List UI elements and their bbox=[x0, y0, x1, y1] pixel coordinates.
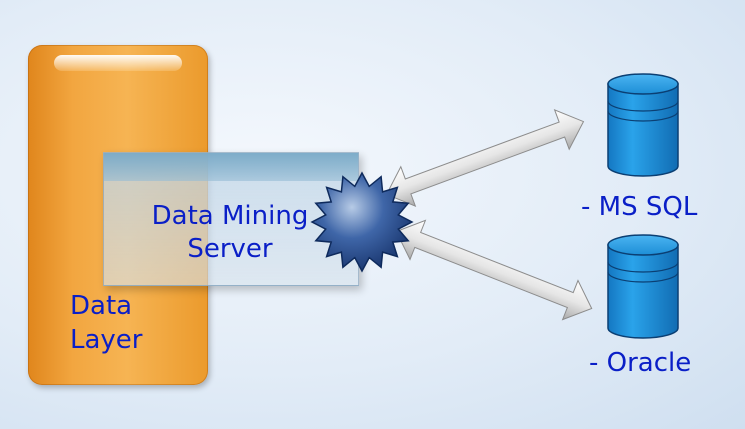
database-mssql-icon bbox=[607, 73, 679, 177]
arrow-to-oracle bbox=[395, 219, 593, 321]
data-mining-server-label: Data Mining Server bbox=[151, 201, 309, 264]
connector-burst-icon bbox=[310, 171, 414, 273]
database-oracle-label: - Oracle bbox=[589, 348, 692, 378]
data-layer-label: Data Layer bbox=[70, 291, 143, 355]
arrow-to-mssql bbox=[385, 108, 585, 208]
database-oracle-icon bbox=[607, 234, 679, 339]
database-mssql-label: - MS SQL bbox=[581, 192, 698, 222]
